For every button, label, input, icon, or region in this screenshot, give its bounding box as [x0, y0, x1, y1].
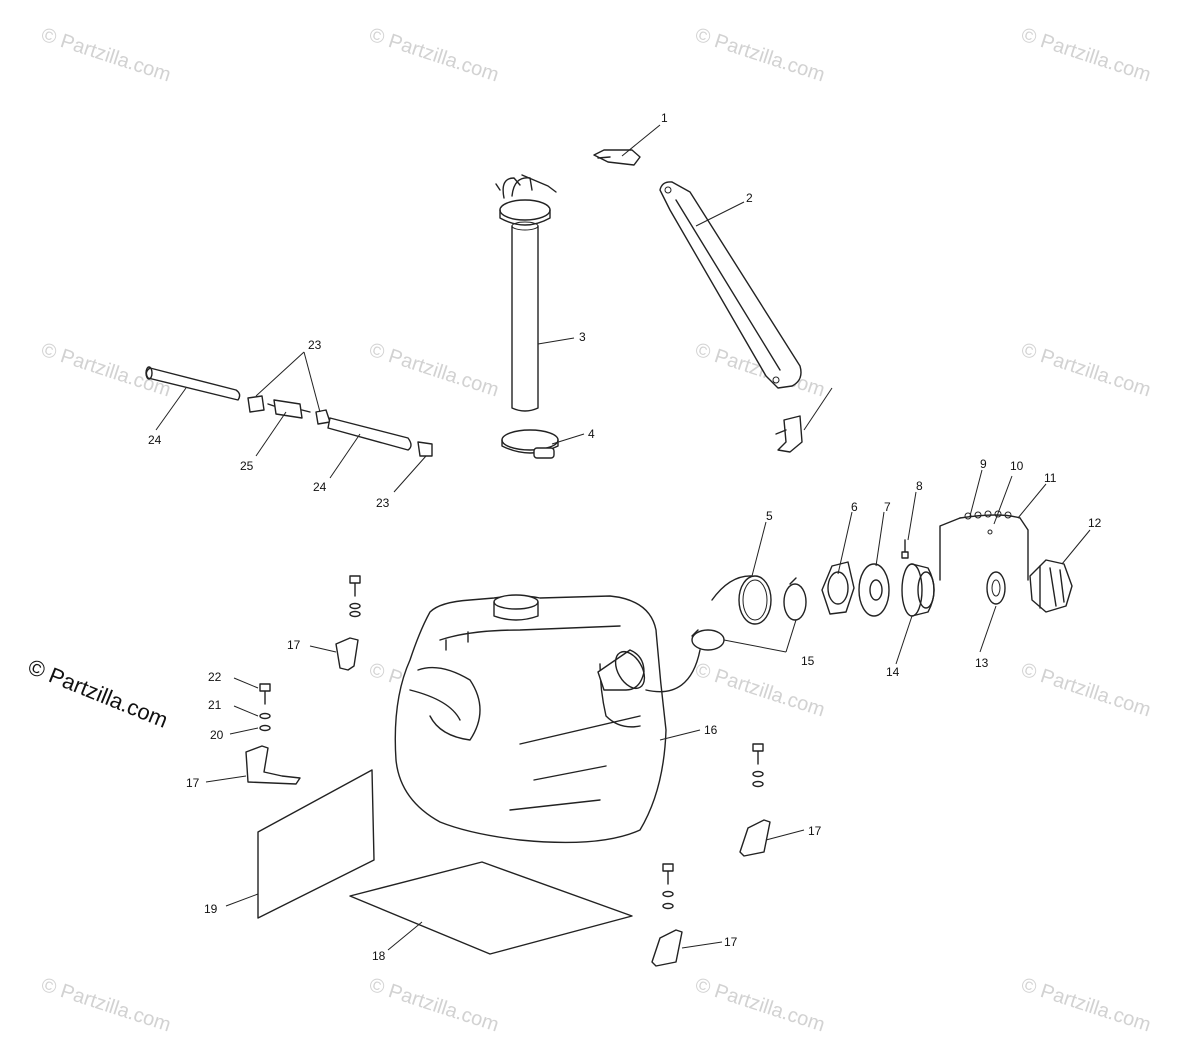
watermark: © Partzilla.com: [38, 974, 173, 1037]
part-clip-upper: [593, 149, 641, 166]
watermark: © Partzilla.com: [1018, 24, 1153, 87]
part-clamps: [691, 577, 807, 651]
part-pad-bottom: [349, 861, 633, 955]
part-tether-chain: [939, 510, 1029, 581]
callout-23b: 23: [376, 496, 390, 510]
callout-17c: 17: [808, 824, 822, 838]
callout-5: 5: [766, 509, 773, 523]
callout-2: 2: [746, 191, 753, 205]
watermark: © Partzilla.com: [692, 659, 827, 722]
part-fuel-cap: [1029, 559, 1073, 613]
watermark: © Partzilla.com: [366, 339, 501, 402]
callout-18: 18: [372, 949, 386, 963]
watermark: © Partzilla.com: [692, 24, 827, 87]
callout-4: 4: [588, 427, 595, 441]
callout-3: 3: [579, 330, 586, 344]
callout-13: 13: [975, 656, 989, 670]
watermark: © Partzilla.com: [366, 974, 501, 1037]
vent-hose: [645, 649, 701, 693]
part-seal-ring: [738, 575, 772, 625]
part-fuel-sender: [495, 174, 557, 412]
callout-17a: 17: [287, 638, 301, 652]
callout-17b: 17: [186, 776, 200, 790]
watermark: © Partzilla.com: [1018, 974, 1153, 1037]
watermark: © Partzilla.com: [366, 24, 501, 87]
callout-8: 8: [916, 479, 923, 493]
watermark: © Partzilla.com: [1018, 339, 1153, 402]
callout-9: 9: [980, 457, 987, 471]
part-washer: [986, 571, 1006, 605]
watermark: © Partzilla.com: [692, 974, 827, 1037]
part-pad-side: [257, 769, 375, 919]
vent-hose-upper: [711, 575, 753, 601]
callout-21: 21: [208, 698, 222, 712]
part-fuel-tank: [394, 594, 667, 844]
part-bracket-set-b: [245, 683, 301, 785]
part-tank-strap: [659, 181, 802, 389]
callout-12: 12: [1088, 516, 1102, 530]
callout-23a: 23: [308, 338, 322, 352]
callout-numbers: 1 2 3 4 5 6 7 8 9 10 11 12 13 14 15 16 1…: [148, 111, 1102, 963]
callout-22: 22: [208, 670, 222, 684]
callout-15: 15: [801, 654, 815, 668]
part-bracket-set-d: [651, 863, 683, 967]
callout-24b: 24: [313, 480, 327, 494]
callout-17d: 17: [724, 935, 738, 949]
callout-10: 10: [1010, 459, 1024, 473]
callout-24a: 24: [148, 433, 162, 447]
callout-14: 14: [886, 665, 900, 679]
callout-25: 25: [240, 459, 254, 473]
part-bracket-set-a: [335, 575, 361, 671]
callout-7: 7: [884, 500, 891, 514]
part-screw: [901, 539, 909, 559]
callout-6: 6: [851, 500, 858, 514]
part-fuel-line-assembly: [145, 366, 433, 457]
callout-16: 16: [704, 723, 718, 737]
watermark: © Partzilla.com: [1018, 659, 1153, 722]
watermark: © Partzilla.com: [38, 24, 173, 87]
part-bracket-set-c: [739, 743, 771, 857]
callout-11: 11: [1044, 471, 1057, 485]
part-gasket: [858, 563, 890, 617]
callout-20: 20: [210, 728, 224, 742]
part-clip-lower: [775, 415, 803, 453]
callout-19: 19: [204, 902, 218, 916]
watermark-layer: © Partzilla.com © Partzilla.com © Partzi…: [38, 24, 1153, 1037]
leader-lines: [155, 124, 1091, 951]
callout-1: 1: [661, 111, 668, 125]
part-hose-clamp: [501, 429, 559, 459]
part-filler-neck: [901, 563, 935, 617]
part-filler-nut: [821, 561, 855, 615]
